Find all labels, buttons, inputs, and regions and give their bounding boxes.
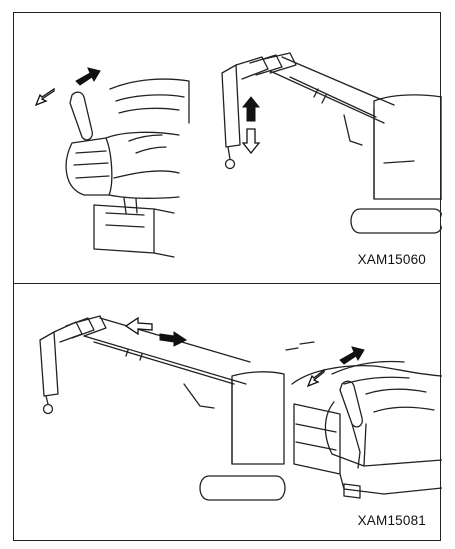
- figure-code-label: XAM15060: [358, 252, 426, 267]
- panel-boom-extend-retract: XAM15081: [13, 284, 441, 541]
- seat-lever: [70, 92, 92, 140]
- panel-boom-raise-lower: XAM15060: [13, 12, 441, 284]
- panel-top-illustration: [14, 13, 442, 285]
- boom-machine-drawing-bottom: [40, 316, 285, 500]
- lever-pull-icon: [36, 68, 100, 105]
- seat-console-drawing: [66, 79, 189, 257]
- lever-pull-icon-bottom: [308, 347, 364, 386]
- boom-extend-retract-icon: [126, 318, 186, 346]
- panel-bottom-illustration: [14, 284, 442, 541]
- seat-console-drawing-bottom: [286, 342, 442, 498]
- seat-lever-bottom: [340, 381, 362, 427]
- figure-code-label: XAM15081: [358, 513, 426, 528]
- boom-raise-lower-icon: [243, 97, 259, 153]
